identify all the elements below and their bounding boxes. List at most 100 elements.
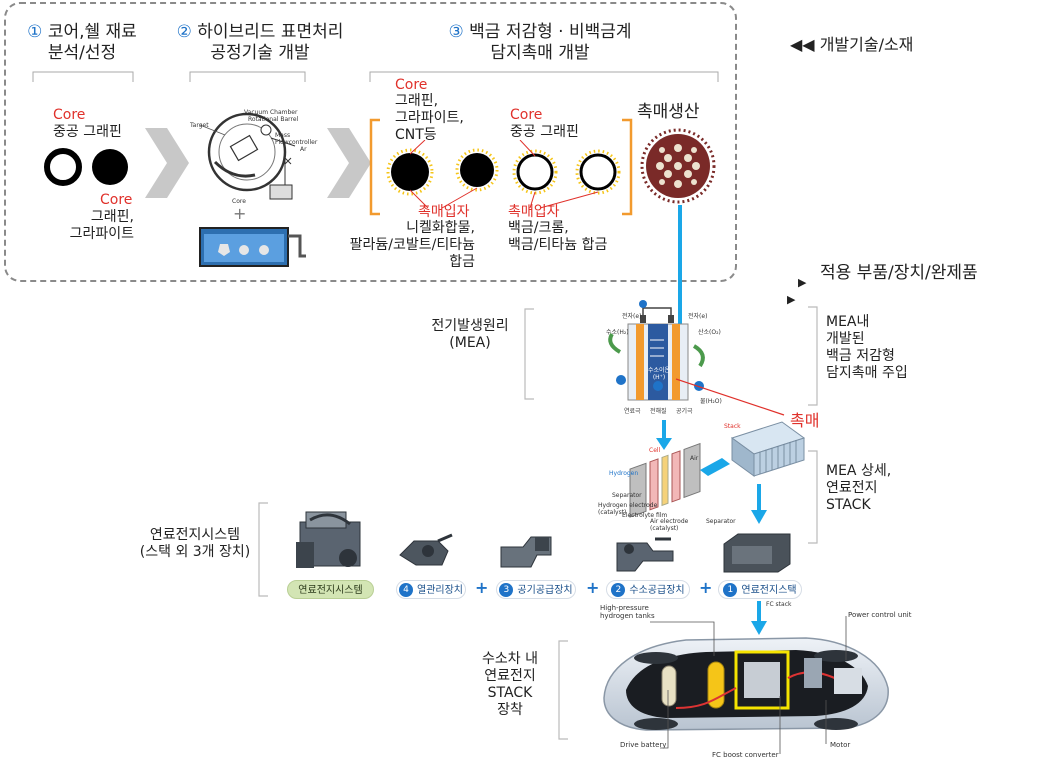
particle-label-b: 촉매입자 xyxy=(508,204,560,220)
stack-fig-stack: Stack xyxy=(724,423,741,430)
mea-catalyst-label: 촉매 xyxy=(790,411,820,430)
core-desc-2: 그래핀,그라파이트 xyxy=(69,209,134,242)
core-label-b: Core xyxy=(510,107,543,123)
sputtering-apparatus-diagram xyxy=(199,112,296,200)
car-converter-label: FC boost converter xyxy=(712,751,779,759)
system-left-bracket xyxy=(258,502,268,597)
stack-fig-electrolyte: Electrolyte film xyxy=(622,512,668,519)
arrow-applied-2: ▶ xyxy=(787,293,796,306)
car-battery-label: Drive battery xyxy=(620,741,667,749)
mea-fig-o2: 산소(O₂) xyxy=(698,329,721,336)
label-mass: Mass xyxy=(275,132,291,139)
mea-fig-h2: 수소(H₂) xyxy=(606,329,629,336)
hydrogen-car-cutaway-image xyxy=(603,637,889,731)
mea-left-bracket xyxy=(524,308,534,400)
air-supply-image xyxy=(500,536,552,568)
label-core-step2: Core xyxy=(232,198,246,205)
pill-fuel-cell-system[interactable]: 연료전지시스템 xyxy=(287,580,374,599)
plus-3: + xyxy=(699,578,713,597)
development-panel xyxy=(4,2,737,282)
core-desc-a: 그래핀,그라파이트,CNT등 xyxy=(395,93,464,143)
mea-principle-diagram xyxy=(608,300,705,401)
cell-exploded-diagram xyxy=(629,442,730,518)
mea-fig-electron-r: 전자(e) xyxy=(688,313,708,320)
core-label-2: Core xyxy=(100,192,133,208)
electroplating-bath-diagram xyxy=(199,227,306,267)
catalyst-hollow-particle-2 xyxy=(575,149,621,195)
mea-left-label: 전기발생원리(MEA) xyxy=(431,318,509,351)
arrow-applied-1: ▶ xyxy=(798,276,807,289)
legend-dev-tech: ◀◀ 개발기술/소재 xyxy=(790,35,914,54)
catalyst-hollow-particle-1 xyxy=(512,149,558,195)
core-desc-b: 중공 그래핀 xyxy=(510,124,579,140)
process-arrow-1 xyxy=(145,128,189,198)
stack-fig-hydrogen: Hydrogen xyxy=(609,470,639,477)
mea-fig-electron-l: 전자(e) xyxy=(622,313,642,320)
mea-to-cell-arrow xyxy=(656,420,672,450)
core-desc-1: 중공 그래핀 xyxy=(53,124,122,140)
stack-fig-separator: Separator xyxy=(612,492,642,499)
catalyst-particles-diagram xyxy=(386,140,621,209)
catalyst-cluster-icon xyxy=(640,128,716,204)
label-vacuum: Vacuum Chamber xyxy=(244,109,298,116)
step1-core-shell-icons xyxy=(44,148,128,186)
applied-label: 적용 부품/장치/완제품 xyxy=(820,263,978,283)
catalyst-production-title: 촉매생산 xyxy=(637,102,700,122)
car-left-bracket xyxy=(558,640,568,740)
mea-fig-electrolyte: 전해질 xyxy=(650,408,667,415)
fuel-cell-stack-image xyxy=(723,533,791,573)
process-arrow-2 xyxy=(327,128,371,198)
catalyst-solid-particle-2 xyxy=(455,148,499,192)
car-motor-label: Motor xyxy=(830,741,851,749)
plus-1: + xyxy=(475,578,489,597)
fuel-cell-system-image xyxy=(296,511,361,568)
stack-fig-air: Air xyxy=(690,455,699,462)
plus-sign-step2: + xyxy=(233,204,247,223)
label-rotational: Rotational Barrel xyxy=(248,116,299,123)
hydrogen-supply-image xyxy=(616,537,674,572)
mea-right-bracket xyxy=(808,306,818,406)
stack-fig-separator2: Separator xyxy=(706,518,736,525)
catalyst-solid-particle-1 xyxy=(386,148,434,196)
label-ar: Ar xyxy=(300,146,307,153)
mea-fig-water: 물(H₂O) xyxy=(700,398,722,405)
car-callout-lines xyxy=(650,616,847,754)
stack-fig-cell: Cell xyxy=(649,447,661,454)
particle-desc-b: 백금/크롬,백금/티타늄 합금 xyxy=(508,220,608,253)
fuel-cell-stack-diagram xyxy=(730,421,806,477)
label-target: Target xyxy=(190,122,209,129)
mea-fig-cathode: 공기극 xyxy=(676,408,693,415)
core-label-a: Core xyxy=(395,77,428,93)
system-left-label: 연료전지시스템(스택 외 3개 장치) xyxy=(139,527,251,560)
car-fc-stack-label: FC stack xyxy=(766,601,792,608)
stack-fig-h-electrode: Hydrogen electrode(catalyst) xyxy=(598,502,658,516)
mea-fig-ion: 수소이온(H⁺) xyxy=(647,367,671,381)
particle-label-a: 촉매입자 xyxy=(418,204,470,220)
plus-2: + xyxy=(586,578,600,597)
stack-to-system-arrow xyxy=(751,484,767,524)
label-flowctrl: Flowcontroller xyxy=(275,139,318,146)
stack-fig-air-electrode: Air electrode(catalyst) xyxy=(650,518,689,532)
orange-bracket-right xyxy=(622,118,633,216)
catalyst-pointer-line xyxy=(675,378,785,416)
mea-fig-anode: 연료극 xyxy=(624,408,641,415)
orange-bracket-left xyxy=(369,118,380,216)
title-brackets xyxy=(32,71,719,82)
core-label-1: Core xyxy=(53,107,86,123)
car-pcu-label: Power control unit xyxy=(848,611,912,619)
stack-right-bracket xyxy=(808,450,818,544)
system-to-car-arrow xyxy=(751,601,767,635)
thermal-management-image xyxy=(399,533,453,566)
